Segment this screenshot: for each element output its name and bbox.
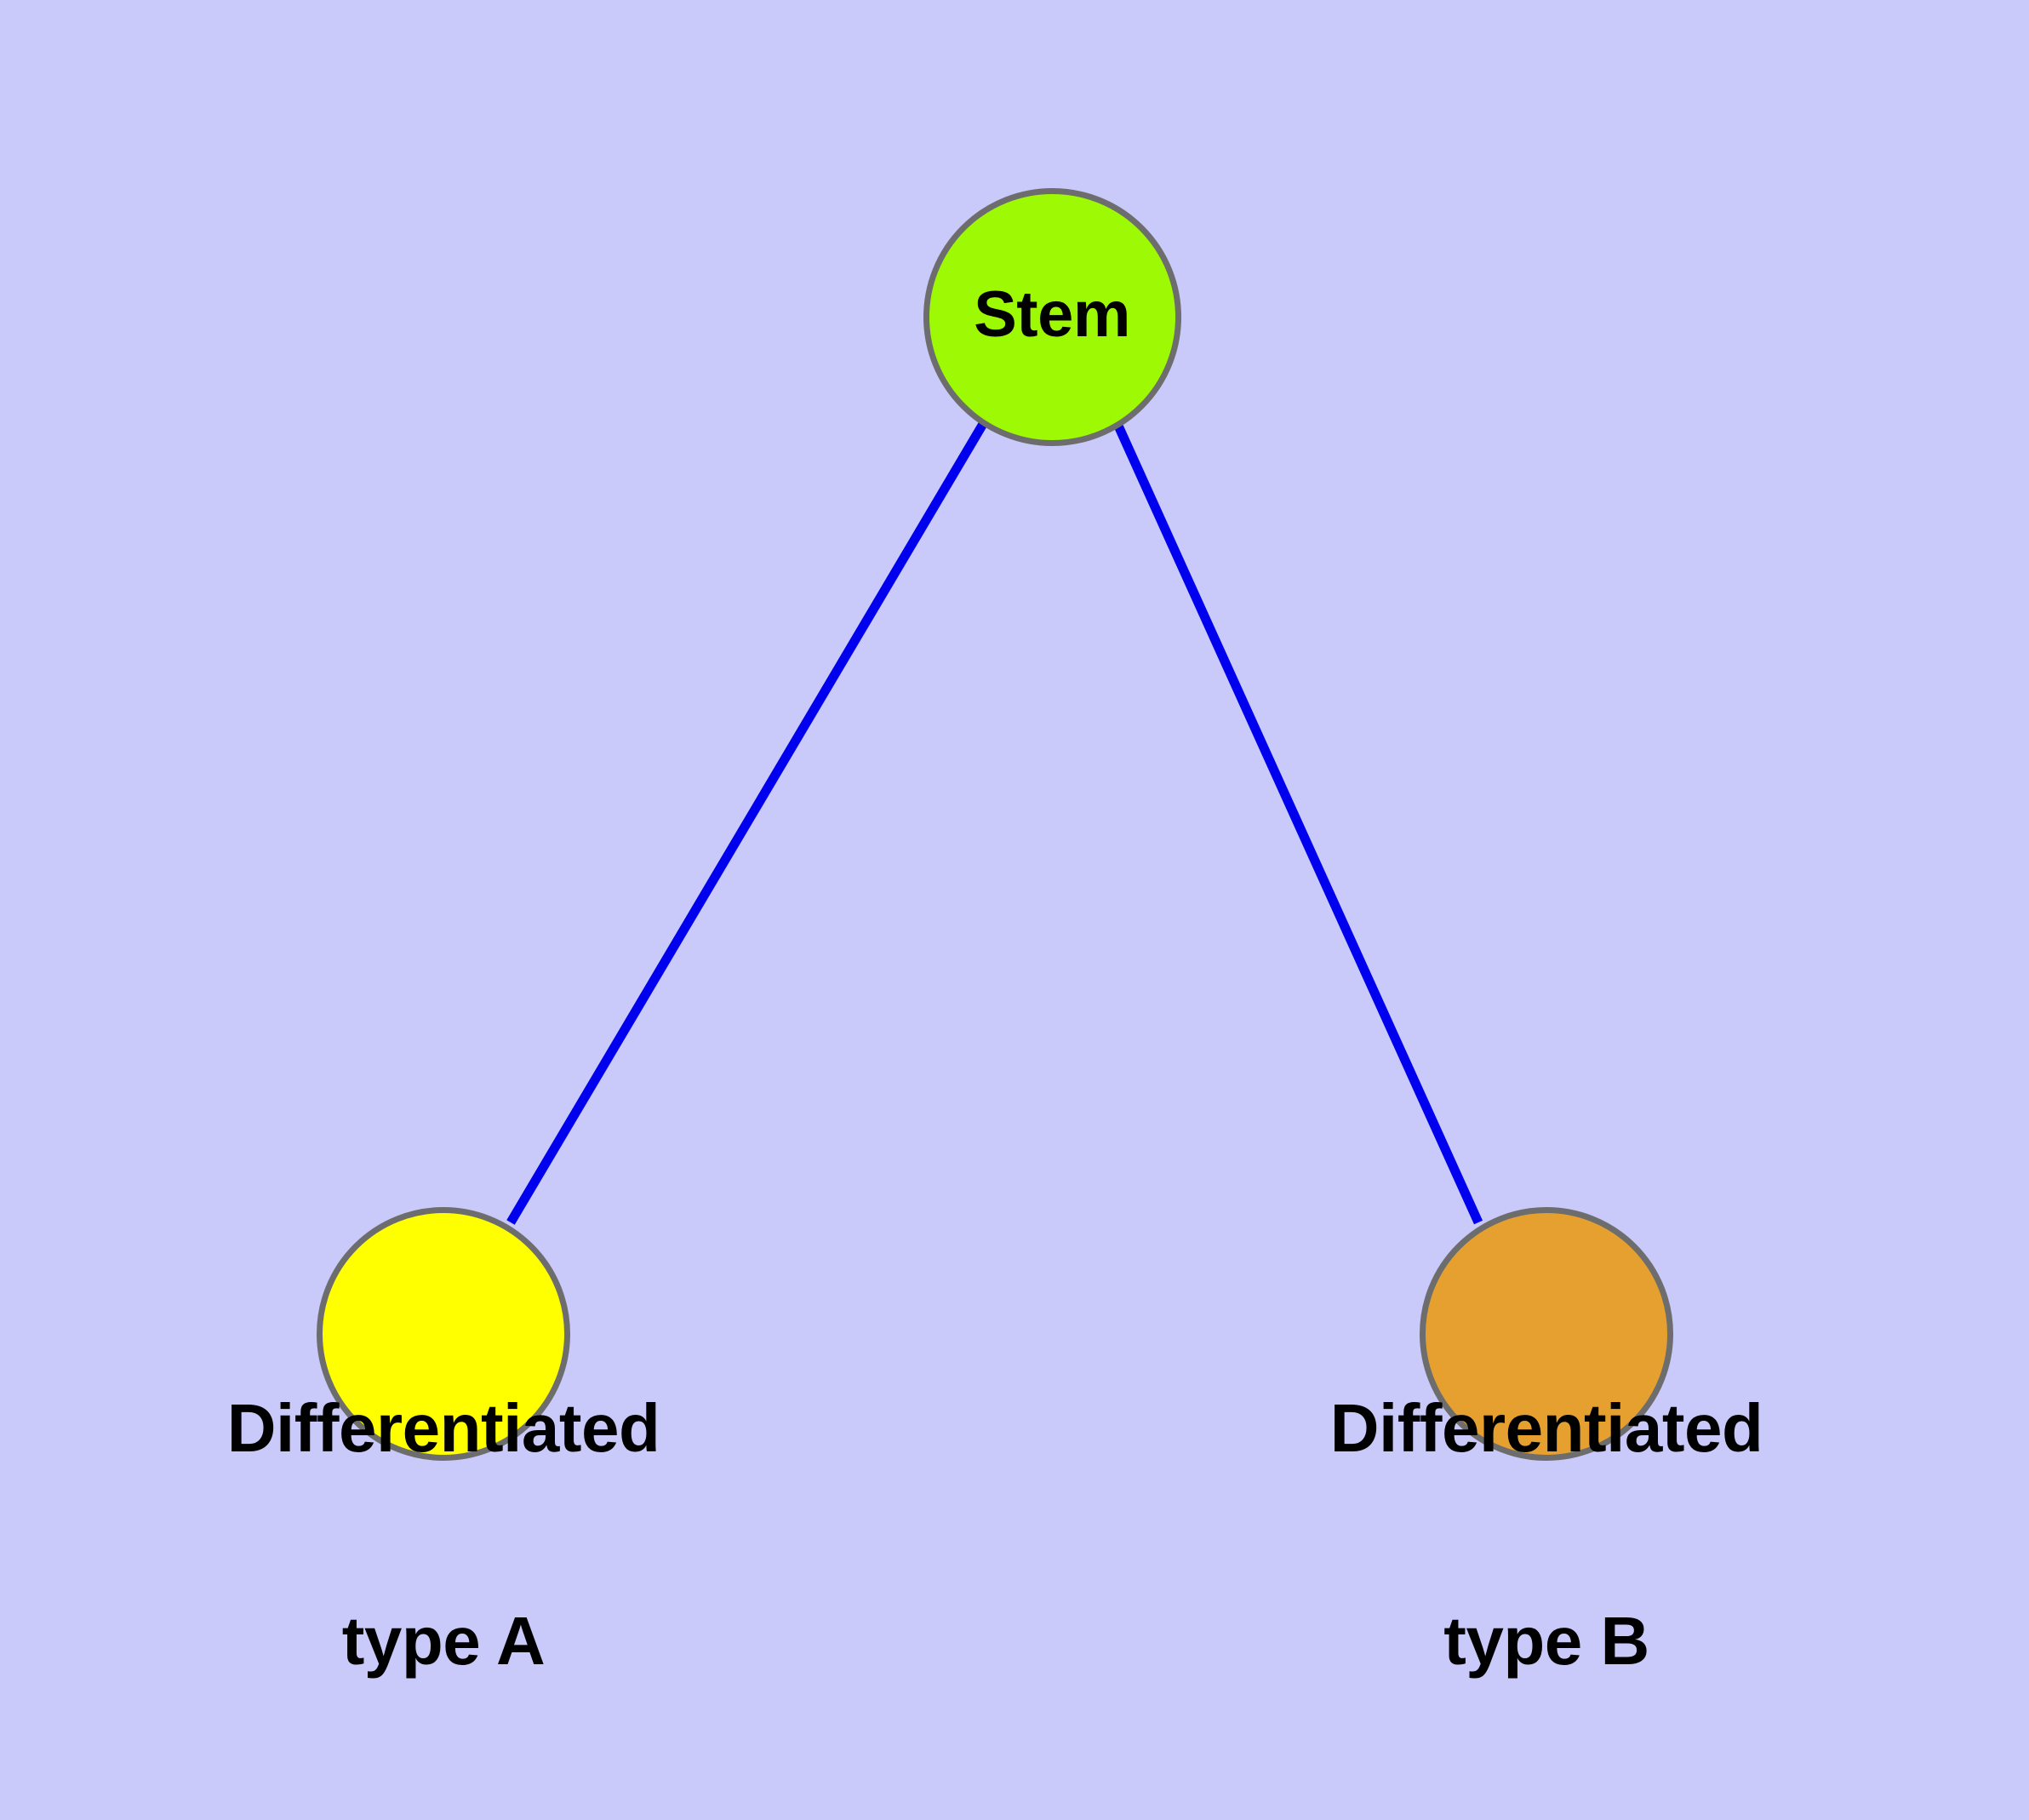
edge-stem-to-differentiated-type-a[interactable] bbox=[506, 421, 987, 1225]
node-differentiated-type-b[interactable] bbox=[1420, 1207, 1673, 1461]
node-differentiated-type-a[interactable] bbox=[317, 1207, 570, 1461]
node-stem[interactable] bbox=[923, 188, 1181, 446]
edge-stem-to-differentiated-type-b[interactable] bbox=[1112, 421, 1483, 1225]
